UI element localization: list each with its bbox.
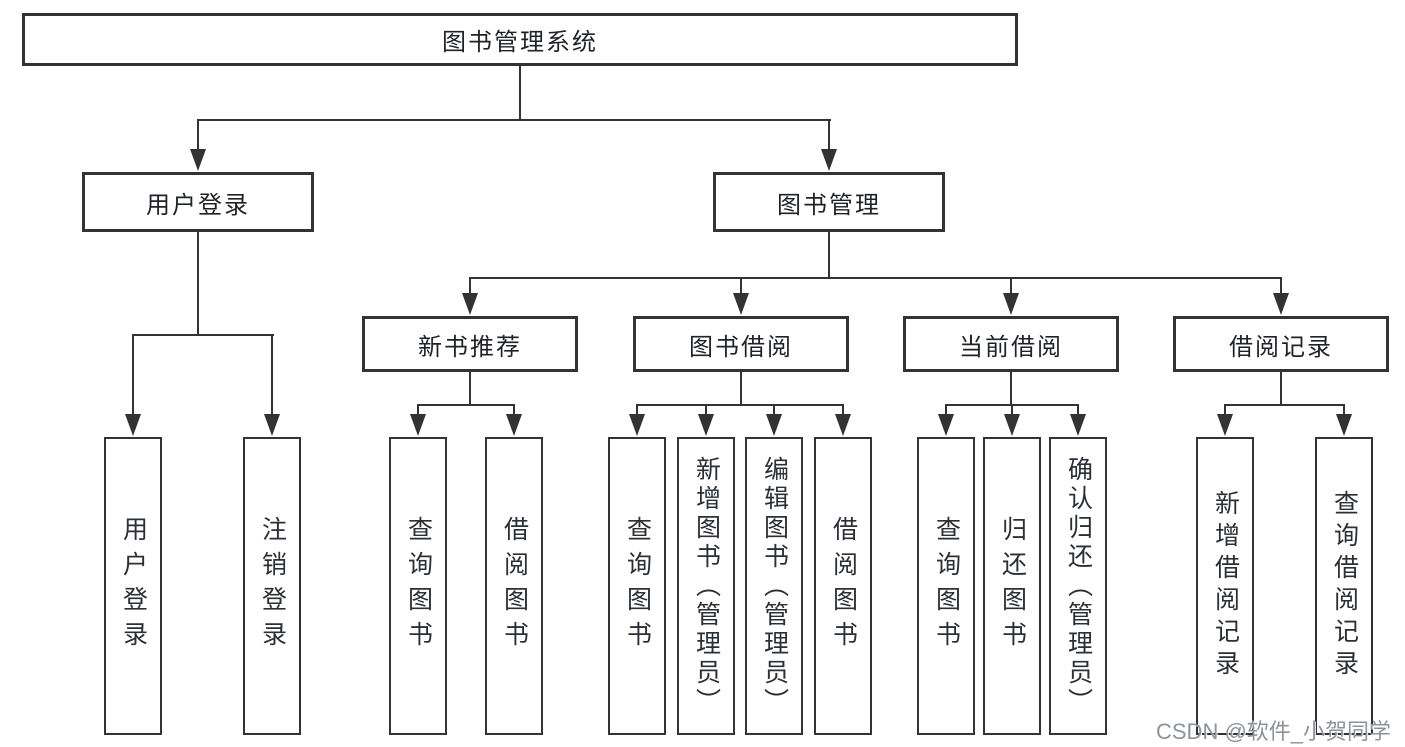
leaf-add-borrow-record: 新增借阅记录	[1196, 437, 1254, 735]
arrow-down-icon	[1003, 293, 1019, 315]
arrow-down-icon	[629, 414, 645, 436]
leaf-borrow-books-recommend-label: 借阅图书	[500, 516, 529, 656]
connector-line-v	[513, 404, 515, 416]
node-borrowing-records-label: 借阅记录	[1229, 333, 1333, 361]
connector-line-v	[1010, 372, 1012, 406]
node-book-management-label: 图书管理	[777, 191, 881, 219]
connector-line-h	[133, 334, 274, 336]
connector-line-h	[197, 119, 831, 121]
connector-line-v	[828, 119, 830, 152]
connector-line-v	[519, 66, 521, 120]
node-book-management-system: 图书管理系统	[22, 13, 1018, 66]
arrow-down-icon	[506, 414, 522, 436]
leaf-query-books-current-label: 查询图书	[932, 516, 961, 656]
leaf-logout-login: 注销登录	[243, 437, 301, 735]
leaf-confirm-return-admin-label: 确认归还（管理员）	[1064, 455, 1093, 717]
connector-line-v	[197, 232, 199, 336]
connector-line-v	[271, 334, 273, 416]
arrow-down-icon	[410, 414, 426, 436]
connector-line-v	[773, 404, 775, 416]
connector-line-h	[637, 404, 844, 406]
leaf-query-books-borrowing-label: 查询图书	[623, 516, 652, 656]
connector-line-v	[469, 372, 471, 406]
arrow-down-icon	[190, 149, 206, 171]
connector-line-v	[197, 119, 199, 152]
node-user-login-label: 用户登录	[146, 191, 250, 219]
leaf-logout-login-label: 注销登录	[258, 516, 287, 656]
leaf-edit-books-admin-label: 编辑图书（管理员）	[760, 455, 789, 717]
arrow-down-icon	[1336, 414, 1352, 436]
leaf-query-books-recommend: 查询图书	[389, 437, 447, 735]
node-current-borrowing: 当前借阅	[903, 316, 1119, 372]
leaf-query-books-borrowing: 查询图书	[608, 437, 666, 735]
leaf-query-borrow-record-label: 查询借阅记录	[1330, 490, 1359, 682]
watermark: CSDN @软件_小贺同学	[1156, 719, 1392, 744]
connector-line-v	[417, 404, 419, 416]
connector-line-v	[1343, 404, 1345, 416]
leaf-query-borrow-record: 查询借阅记录	[1315, 437, 1373, 735]
leaf-add-borrow-record-label: 新增借阅记录	[1211, 490, 1240, 682]
connector-line-v	[636, 404, 638, 416]
connector-line-v	[469, 277, 471, 296]
node-book-borrowing: 图书借阅	[633, 316, 849, 372]
connector-line-v	[1011, 404, 1013, 416]
connector-line-v	[740, 372, 742, 406]
connector-line-h	[418, 404, 515, 406]
connector-line-v	[1010, 277, 1012, 296]
arrow-down-icon	[462, 293, 478, 315]
arrow-down-icon	[821, 149, 837, 171]
leaf-query-books-recommend-label: 查询图书	[404, 516, 433, 656]
connector-line-v	[828, 232, 830, 279]
connector-line-h	[470, 277, 1282, 279]
arrow-down-icon	[733, 293, 749, 315]
arrow-down-icon	[698, 414, 714, 436]
connector-line-v	[1077, 404, 1079, 416]
node-book-management: 图书管理	[713, 172, 945, 232]
connector-line-v	[132, 334, 134, 416]
node-borrowing-records: 借阅记录	[1173, 316, 1389, 372]
node-book-management-system-label: 图书管理系统	[442, 29, 598, 56]
arrow-down-icon	[1217, 414, 1233, 436]
leaf-user-login-label: 用户登录	[119, 516, 148, 656]
leaf-return-books: 归还图书	[983, 437, 1041, 735]
leaf-borrow-books-borrowing-label: 借阅图书	[829, 516, 858, 656]
connector-line-h	[1225, 404, 1345, 406]
arrow-down-icon	[766, 414, 782, 436]
leaf-edit-books-admin: 编辑图书（管理员）	[745, 437, 803, 735]
connector-line-v	[945, 404, 947, 416]
arrow-down-icon	[1273, 293, 1289, 315]
leaf-add-books-admin: 新增图书（管理员）	[677, 437, 735, 735]
connector-line-v	[1280, 277, 1282, 296]
node-user-login: 用户登录	[82, 172, 314, 232]
leaf-borrow-books-recommend: 借阅图书	[485, 437, 543, 735]
arrow-down-icon	[1004, 414, 1020, 436]
connector-line-v	[1224, 404, 1226, 416]
arrow-down-icon	[125, 414, 141, 436]
node-current-borrowing-label: 当前借阅	[959, 333, 1063, 361]
node-new-book-recommend: 新书推荐	[362, 316, 578, 372]
leaf-query-books-current: 查询图书	[917, 437, 975, 735]
arrow-down-icon	[835, 414, 851, 436]
node-new-book-recommend-label: 新书推荐	[418, 333, 522, 361]
arrow-down-icon	[938, 414, 954, 436]
connector-line-v	[705, 404, 707, 416]
leaf-borrow-books-borrowing: 借阅图书	[814, 437, 872, 735]
arrow-down-icon	[264, 414, 280, 436]
connector-line-v	[842, 404, 844, 416]
arrow-down-icon	[1070, 414, 1086, 436]
leaf-return-books-label: 归还图书	[998, 516, 1027, 656]
leaf-user-login: 用户登录	[104, 437, 162, 735]
connector-line-v	[1280, 372, 1282, 406]
leaf-confirm-return-admin: 确认归还（管理员）	[1049, 437, 1107, 735]
leaf-add-books-admin-label: 新增图书（管理员）	[692, 455, 721, 717]
connector-line-v	[740, 277, 742, 296]
node-book-borrowing-label: 图书借阅	[689, 333, 793, 361]
